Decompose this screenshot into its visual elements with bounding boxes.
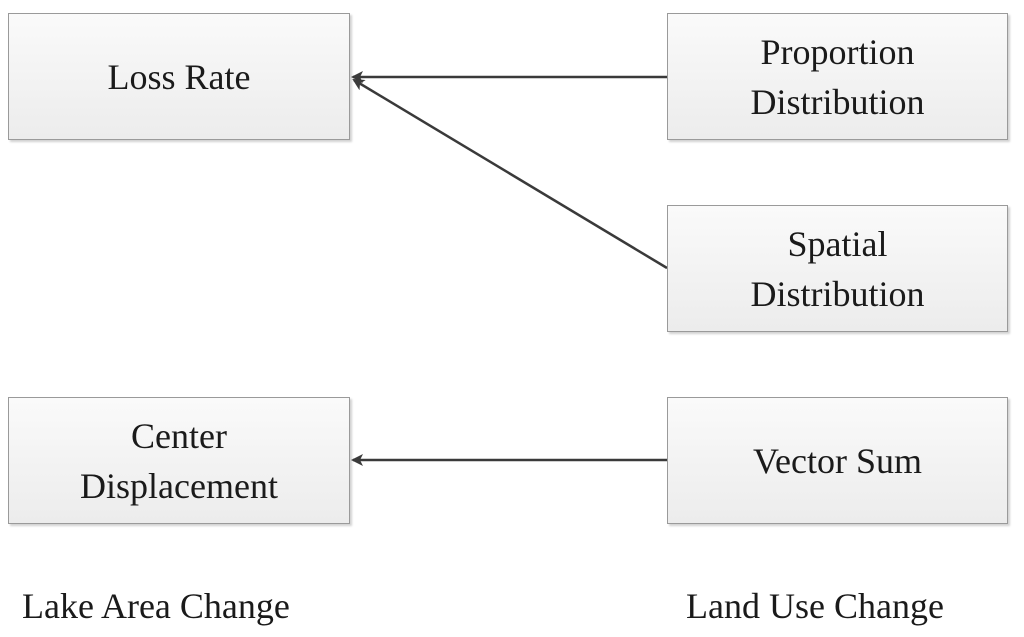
spatial-distribution-box: Spatial Distribution [667, 205, 1008, 332]
vector-sum-label: Vector Sum [753, 440, 922, 481]
center-displacement-label: Center Displacement [80, 415, 278, 506]
arrow-spatial-to-loss-rate [352, 78, 668, 270]
proportion-distribution-box: Proportion Distribution [667, 13, 1008, 140]
center-displacement-box: Center Displacement [8, 397, 350, 524]
proportion-distribution-label: Proportion Distribution [750, 31, 925, 122]
vector-sum-box: Vector Sum [667, 397, 1008, 524]
land-use-change-label: Land Use Change [686, 586, 944, 626]
lake-area-change-label: Lake Area Change [22, 586, 290, 626]
loss-rate-box: Loss Rate [8, 13, 350, 140]
spatial-distribution-label: Spatial Distribution [750, 223, 925, 314]
loss-rate-label: Loss Rate [107, 56, 251, 97]
